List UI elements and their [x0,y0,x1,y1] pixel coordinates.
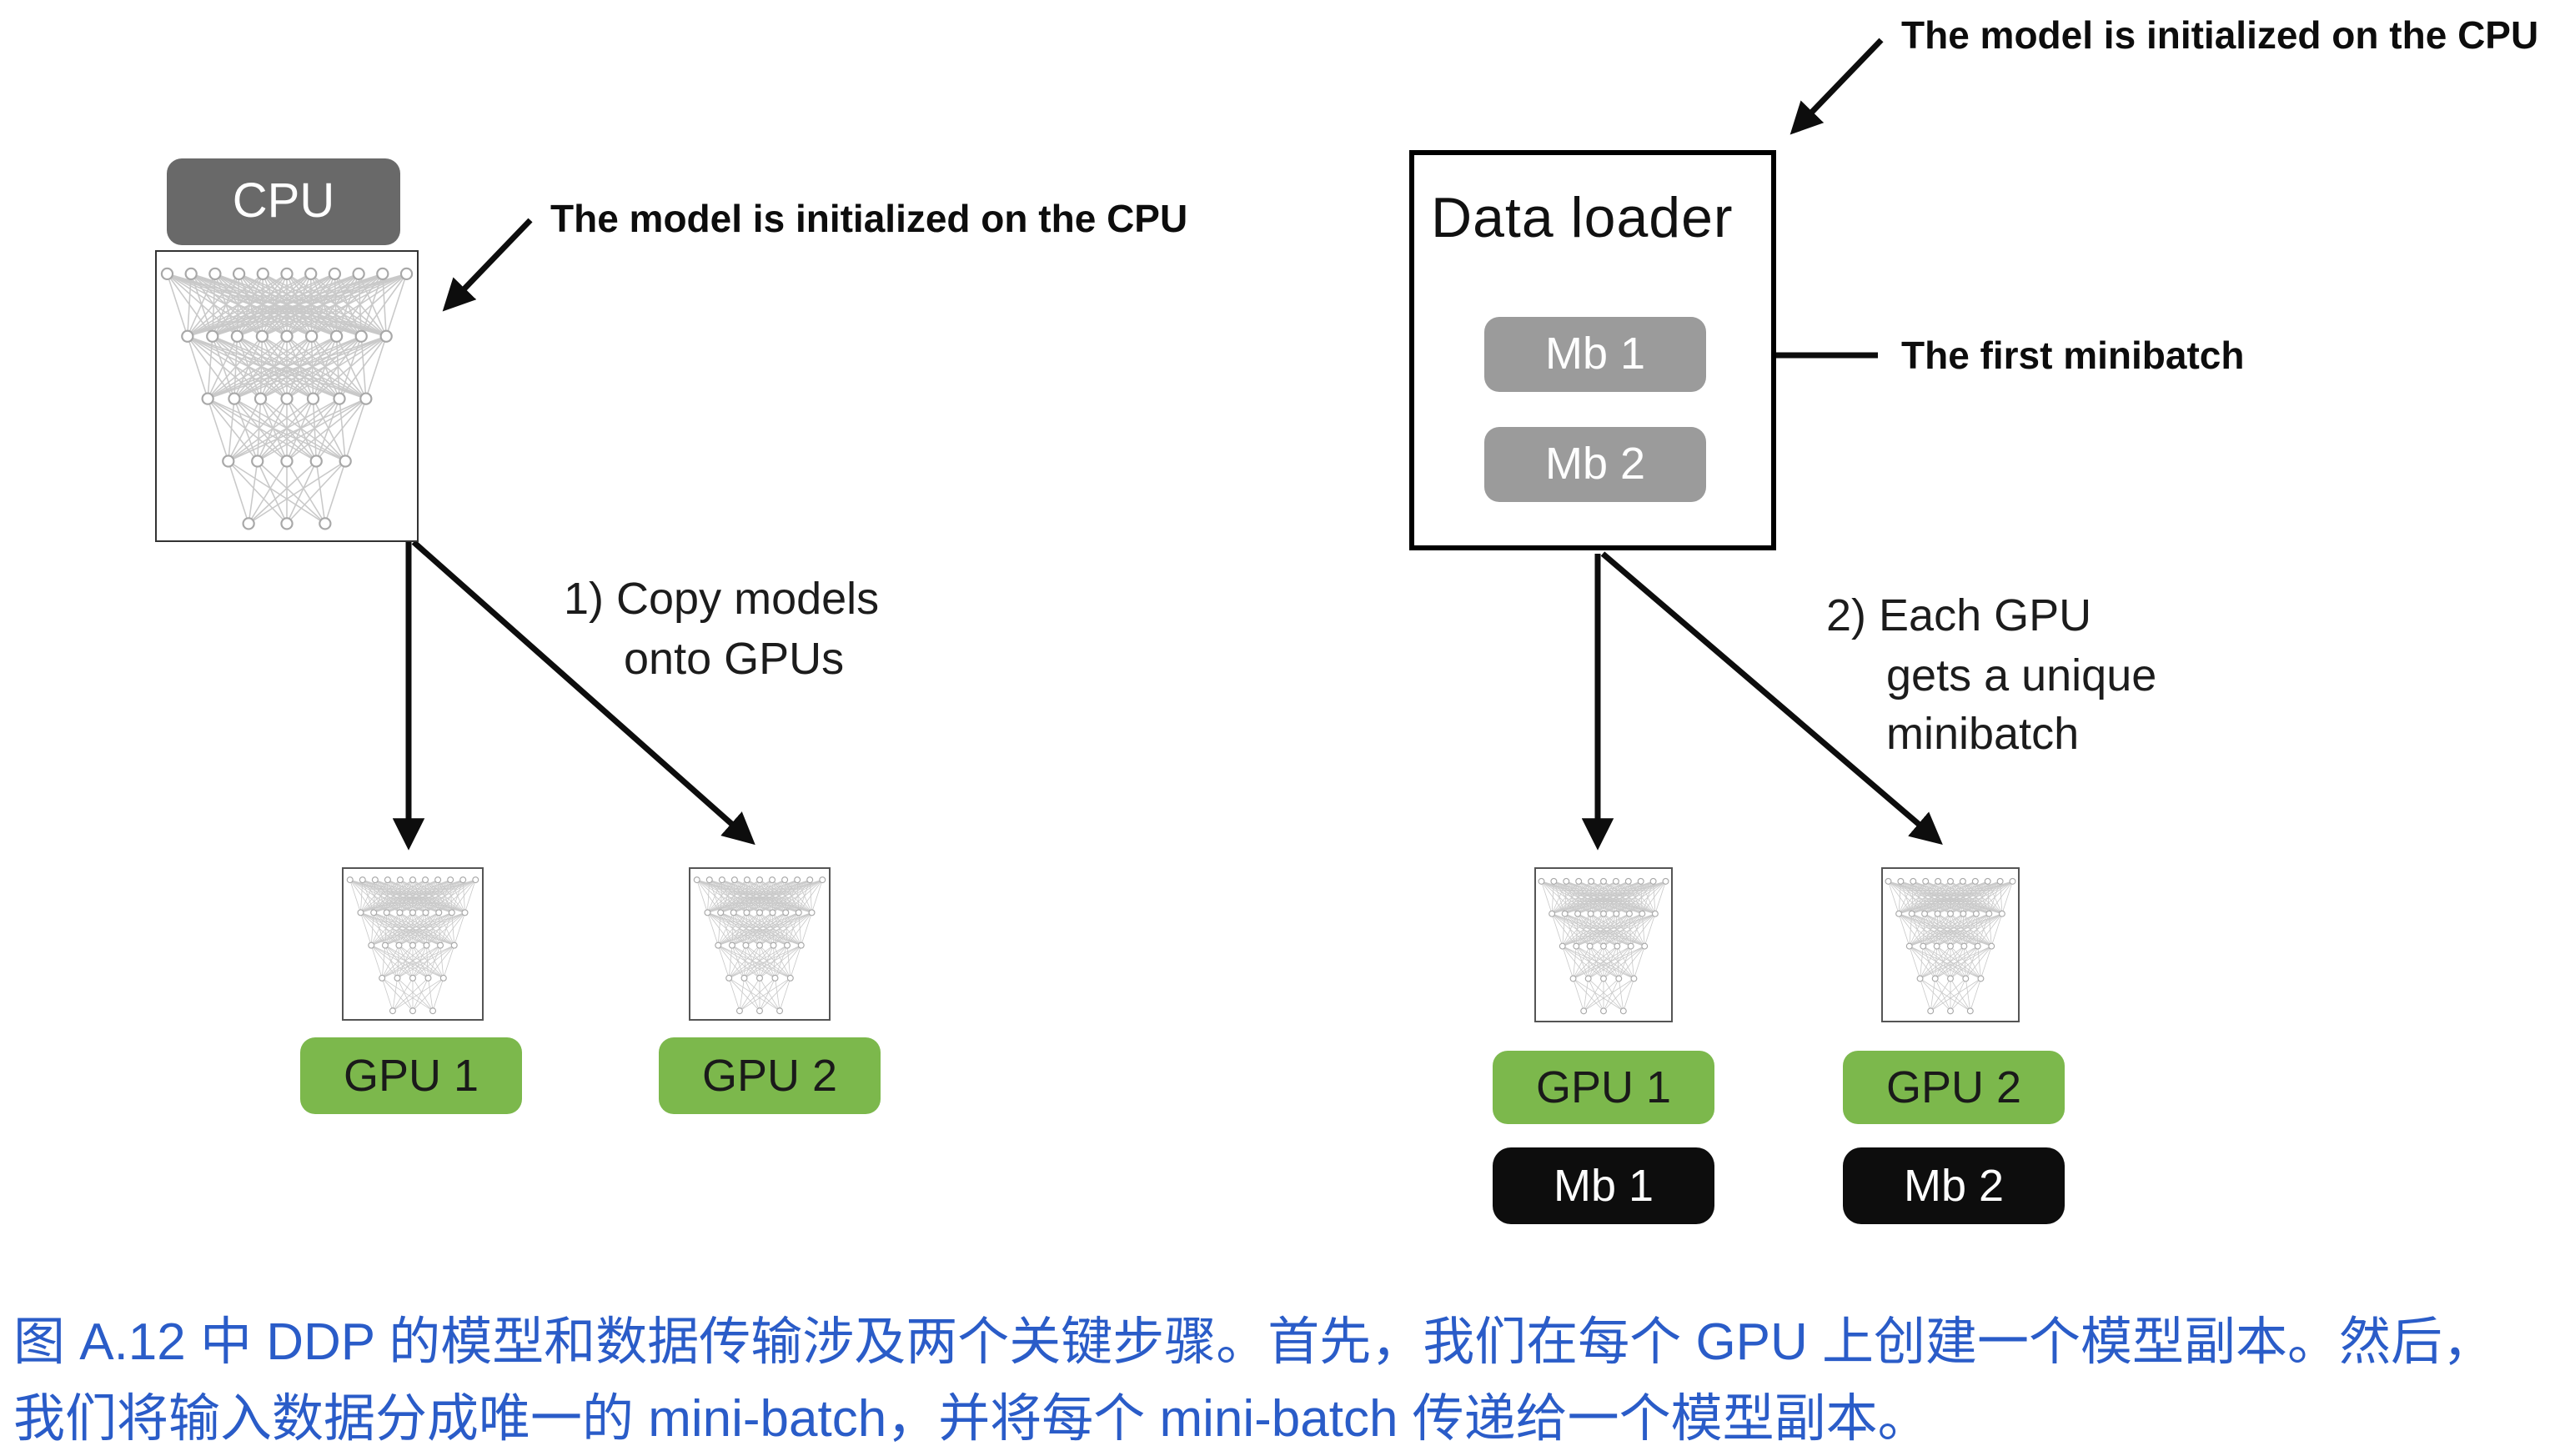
neural-network-illustration [344,869,482,1019]
caption-line-1: 图 A.12 中 DDP 的模型和数据传输涉及两个关键步骤。首先，我们在每个 G… [13,1304,2494,1380]
neural-network-illustration [1883,869,2018,1021]
right-step-label: 2) Each GPU gets a unique minibatch [1826,587,2156,766]
gpu1-assigned-minibatch-label: Mb 1 [1554,1163,1654,1208]
gpu2-model-box [689,867,831,1021]
left-init-arrow [447,220,530,307]
neural-network-illustration [157,252,417,540]
minibatch-2-badge: Mb 2 [1484,427,1706,502]
gpu2-badge: GPU 2 [659,1037,881,1114]
right-init-annotation: The model is initialized on the CPU [1901,13,2538,58]
right-gpu1-badge-label: GPU 1 [1536,1065,1671,1110]
left-step-line-2: onto GPUs [564,630,879,689]
gpu2-badge-label: GPU 2 [702,1053,837,1098]
first-minibatch-annotation: The first minibatch [1901,334,2245,379]
gpu2-assigned-minibatch-label: Mb 2 [1904,1163,2004,1208]
gpu1-assigned-minibatch-badge: Mb 1 [1493,1147,1714,1224]
right-step-line-3: minibatch [1826,706,2156,766]
data-loader-title: Data loader [1431,187,1734,252]
right-gpu1-badge: GPU 1 [1493,1051,1714,1124]
minibatch-1-label: Mb 1 [1545,332,1645,377]
minibatch-2-label: Mb 2 [1545,442,1645,487]
neural-network-illustration [1536,869,1671,1021]
right-gpu2-model-box [1881,867,2020,1022]
neural-network-illustration [690,869,829,1019]
gpu1-badge-label: GPU 1 [344,1053,479,1098]
gpu1-model-box [342,867,484,1021]
cpu-badge: CPU [167,158,400,245]
right-gpu1-model-box [1534,867,1673,1022]
gpu2-assigned-minibatch-badge: Mb 2 [1843,1147,2065,1224]
right-init-arrow [1794,40,1881,130]
left-step-label: 1) Copy models onto GPUs [564,570,879,690]
right-step-line-1: 2) Each GPU [1826,587,2156,646]
left-step-line-1: 1) Copy models [564,570,879,630]
right-gpu2-badge-label: GPU 2 [1886,1065,2021,1110]
gpu1-badge: GPU 1 [300,1037,522,1114]
minibatch-1-badge: Mb 1 [1484,317,1706,392]
left-init-annotation: The model is initialized on the CPU [550,197,1187,242]
caption-line-2: 我们将输入数据分成唯一的 mini-batch，并将每个 mini-batch … [13,1380,2494,1456]
cpu-model-box [155,250,419,542]
right-step-line-2: gets a unique [1826,646,2156,705]
right-gpu2-badge: GPU 2 [1843,1051,2065,1124]
figure-caption: 图 A.12 中 DDP 的模型和数据传输涉及两个关键步骤。首先，我们在每个 G… [13,1304,2494,1456]
cpu-badge-label: CPU [233,178,334,226]
